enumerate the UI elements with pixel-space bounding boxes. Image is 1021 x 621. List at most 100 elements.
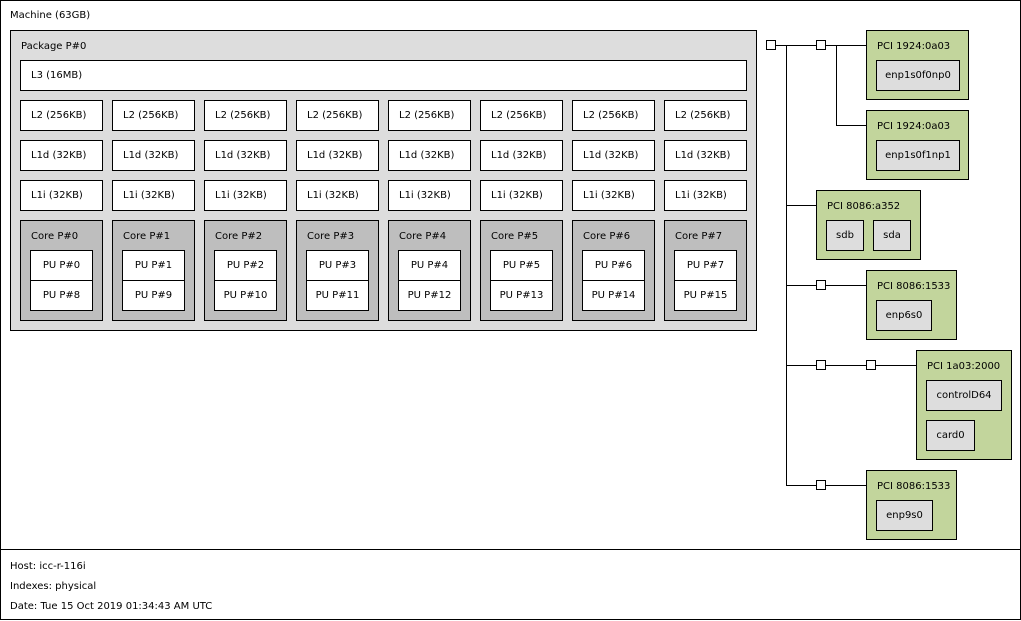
- core-label: Core P#0: [31, 231, 79, 242]
- host-bridge: [766, 40, 776, 50]
- machine-label: Machine (63GB): [10, 10, 91, 21]
- l2-cache: L2 (256KB): [480, 100, 563, 131]
- pci-device-label: PCI 8086:1533: [877, 281, 951, 292]
- link: [826, 285, 866, 286]
- pu-label: PU P#10: [223, 289, 268, 301]
- pci-device: PCI 1924:0a03 enp1s0f0np0: [866, 30, 969, 100]
- link: [836, 125, 866, 126]
- pci-device: PCI 8086:a352 sdb sda: [816, 190, 921, 260]
- os-device-label: card0: [936, 429, 965, 441]
- pci-device: PCI 1a03:2000 controlD64 card0: [916, 350, 1012, 460]
- pu-label: PU P#2: [226, 259, 265, 271]
- pci-bridge: [816, 280, 826, 290]
- pu-label: PU P#5: [502, 259, 541, 271]
- l1i-cache-label: L1i (32KB): [123, 190, 175, 201]
- l1i-cache: L1i (32KB): [296, 180, 379, 211]
- core-label: Core P#7: [675, 231, 723, 242]
- pu-box: PU P#5: [490, 250, 553, 281]
- l1i-cache-label: L1i (32KB): [307, 190, 359, 201]
- machine-box: Machine (63GB) Package P#0 L3 (16MB) L2 …: [10, 10, 1012, 540]
- pu-box: PU P#14: [582, 280, 645, 311]
- l1d-cache: L1d (32KB): [572, 140, 655, 171]
- l2-cache-label: L2 (256KB): [307, 110, 363, 121]
- l2-cache-label: L2 (256KB): [123, 110, 179, 121]
- pu-box: PU P#0: [30, 250, 93, 281]
- core-label: Core P#2: [215, 231, 263, 242]
- pu-box: PU P#10: [214, 280, 277, 311]
- pci-bridge: [816, 40, 826, 50]
- pu-label: PU P#9: [134, 289, 173, 301]
- pu-box: PU P#15: [674, 280, 737, 311]
- l1d-cache-label: L1d (32KB): [583, 150, 639, 161]
- l2-cache-label: L2 (256KB): [583, 110, 639, 121]
- pu-box: PU P#11: [306, 280, 369, 311]
- l1d-cache: L1d (32KB): [112, 140, 195, 171]
- l1d-cache: L1d (32KB): [204, 140, 287, 171]
- link: [826, 45, 866, 46]
- os-device-label: enp1s0f1np1: [885, 149, 951, 161]
- os-device: enp9s0: [876, 500, 933, 531]
- pu-label: PU P#12: [407, 289, 452, 301]
- os-device-label: enp9s0: [886, 509, 923, 521]
- os-device-label: sdb: [836, 229, 854, 241]
- l2-cache: L2 (256KB): [204, 100, 287, 131]
- l2-cache: L2 (256KB): [112, 100, 195, 131]
- l1d-cache-label: L1d (32KB): [123, 150, 179, 161]
- link: [786, 285, 816, 286]
- core-label: Core P#3: [307, 231, 355, 242]
- l1d-cache-label: L1d (32KB): [31, 150, 87, 161]
- l2-cache-label: L2 (256KB): [31, 110, 87, 121]
- package-box: Package P#0 L3 (16MB) L2 (256KB) L2 (256K…: [10, 30, 757, 331]
- core-label: Core P#6: [583, 231, 631, 242]
- core-box: Core P#3 PU P#3 PU P#11: [296, 220, 379, 321]
- l1i-cache: L1i (32KB): [204, 180, 287, 211]
- l1i-cache: L1i (32KB): [480, 180, 563, 211]
- l1i-cache-label: L1i (32KB): [583, 190, 635, 201]
- os-device-label: enp6s0: [885, 309, 923, 321]
- pu-box: PU P#13: [490, 280, 553, 311]
- os-device: enp6s0: [876, 300, 932, 331]
- l3-cache-label: L3 (16MB): [31, 70, 83, 81]
- pu-box: PU P#4: [398, 250, 461, 281]
- pci-bridge: [816, 360, 826, 370]
- l2-cache-label: L2 (256KB): [215, 110, 271, 121]
- pu-label: PU P#1: [134, 259, 173, 271]
- core-label: Core P#5: [491, 231, 539, 242]
- pci-device-label: PCI 1924:0a03: [877, 41, 951, 52]
- link: [776, 45, 816, 46]
- l1d-cache: L1d (32KB): [296, 140, 379, 171]
- pu-box: PU P#7: [674, 250, 737, 281]
- package-label: Package P#0: [21, 41, 87, 52]
- os-device-label: enp1s0f0np0: [885, 69, 951, 81]
- l1d-cache: L1d (32KB): [480, 140, 563, 171]
- link: [876, 365, 916, 366]
- core-box: Core P#6 PU P#6 PU P#14: [572, 220, 655, 321]
- os-device: sdb: [826, 220, 864, 251]
- link: [786, 365, 816, 366]
- pu-label: PU P#4: [410, 259, 449, 271]
- l1d-cache: L1d (32KB): [664, 140, 747, 171]
- l1i-cache-label: L1i (32KB): [675, 190, 727, 201]
- legend: Host: icc-r-116i Indexes: physical Date:…: [0, 549, 1021, 621]
- pu-label: PU P#6: [594, 259, 633, 271]
- os-device: card0: [926, 420, 975, 451]
- os-device: sda: [873, 220, 911, 251]
- link: [836, 45, 837, 125]
- l1i-cache: L1i (32KB): [664, 180, 747, 211]
- pci-device-label: PCI 1924:0a03: [877, 121, 951, 132]
- l1d-cache-label: L1d (32KB): [399, 150, 455, 161]
- os-device: enp1s0f1np1: [876, 140, 960, 171]
- pu-label: PU P#11: [315, 289, 360, 301]
- pci-device: PCI 8086:1533 enp6s0: [866, 270, 957, 340]
- pci-device: PCI 1924:0a03 enp1s0f1np1: [866, 110, 969, 180]
- l1d-cache-label: L1d (32KB): [215, 150, 271, 161]
- os-device-label: controlD64: [936, 389, 992, 401]
- pu-box: PU P#3: [306, 250, 369, 281]
- l2-cache: L2 (256KB): [664, 100, 747, 131]
- l1i-cache: L1i (32KB): [388, 180, 471, 211]
- pu-box: PU P#1: [122, 250, 185, 281]
